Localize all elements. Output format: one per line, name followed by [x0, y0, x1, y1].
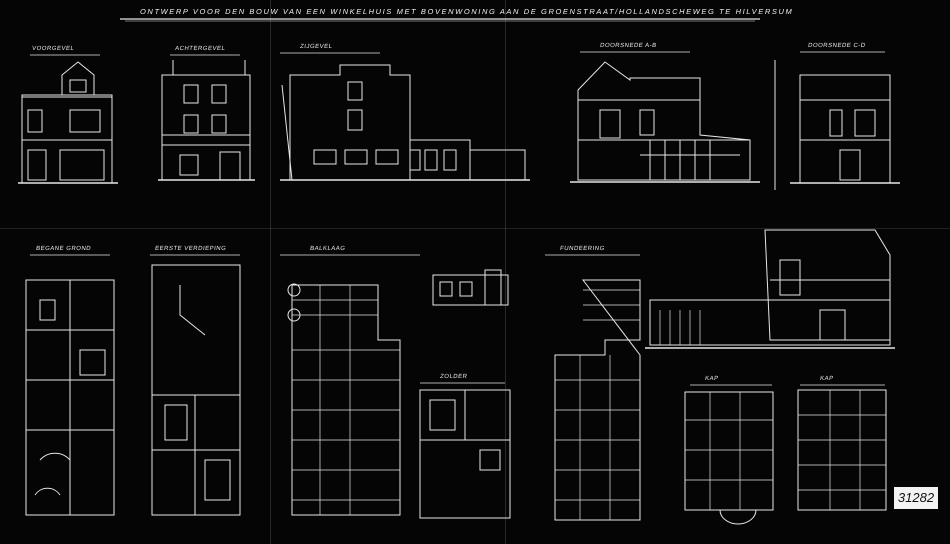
small-elevation-drawing — [432, 269, 509, 306]
first-floor-plan — [151, 264, 241, 516]
label-attic: ZOLDER — [439, 374, 468, 380]
rear-elevation-drawing — [158, 60, 255, 181]
label-floor-beams: BALKLAAG — [309, 246, 346, 252]
label-ground-floor: BEGANE GROND — [35, 246, 92, 252]
attic-plan — [419, 389, 511, 519]
label-section-ab: DOORSNEDE A-B — [599, 43, 657, 49]
ground-floor-plan — [25, 279, 115, 516]
foundation-plan — [554, 279, 641, 521]
drawing-title: ONTWERP VOOR DEN BOUW VAN EEN WINKELHUIS… — [140, 7, 794, 16]
label-section-cd: DOORSNEDE C-D — [807, 43, 866, 49]
archive-stamp-number: 31282 — [894, 487, 938, 509]
fold-line-vertical — [270, 0, 271, 544]
roof-plan-2 — [797, 389, 887, 511]
front-elevation-drawing — [18, 61, 118, 184]
fold-line-vertical — [505, 0, 506, 544]
roof-plan-1 — [684, 391, 774, 525]
label-roof-1: KAP — [704, 376, 719, 382]
section-ab-drawing — [570, 61, 760, 183]
fold-line-horizontal — [0, 228, 950, 229]
floor-beams-plan — [287, 283, 401, 516]
label-foundation: FUNDEERING — [559, 246, 606, 252]
label-rear: ACHTERGEVEL — [174, 46, 226, 52]
label-front: VOORGEVEL — [31, 46, 75, 52]
large-section-drawing — [645, 229, 895, 349]
side-elevation-drawing — [280, 64, 530, 181]
label-roof-2: KAP — [819, 376, 834, 382]
section-cd-drawing — [774, 60, 900, 190]
label-first-floor: EERSTE VERDIEPING — [154, 246, 227, 252]
label-side: ZIJGEVEL — [299, 44, 333, 50]
